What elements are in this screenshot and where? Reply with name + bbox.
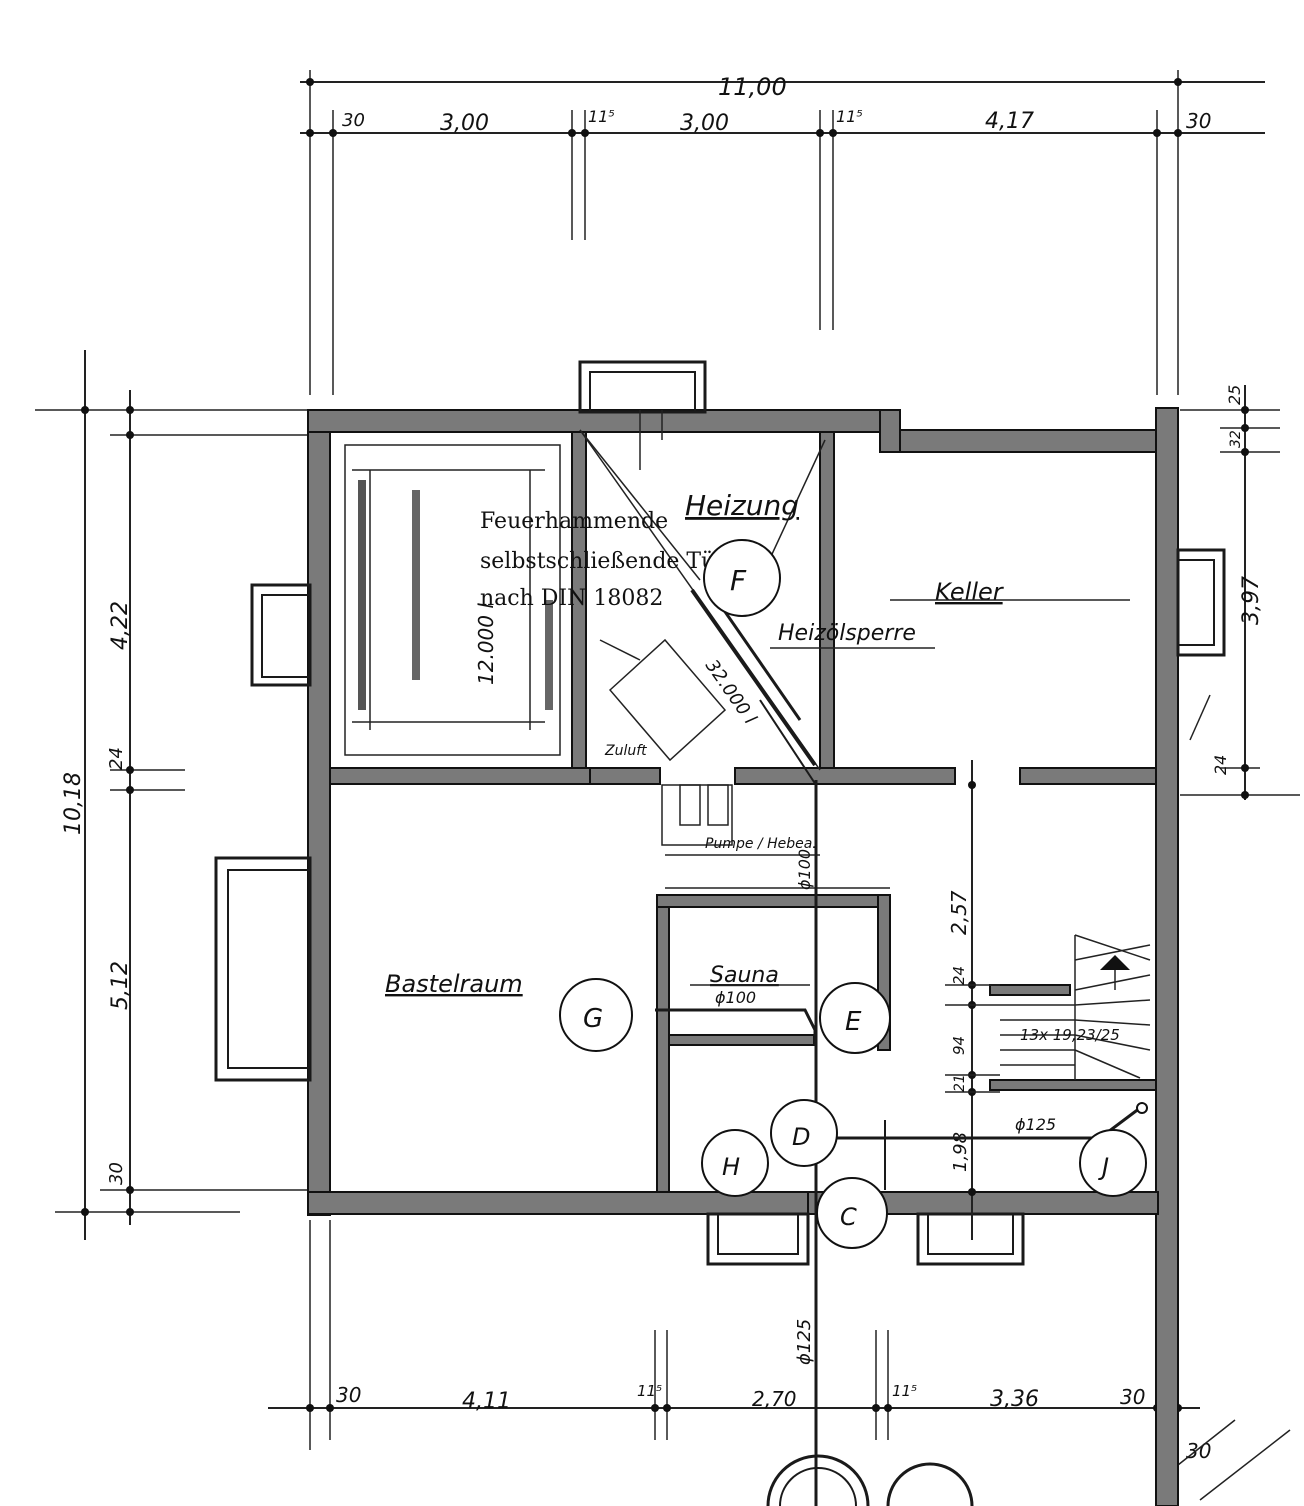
pipe-main-label-2: ϕ125 bbox=[794, 1319, 815, 1365]
marker-c: C bbox=[840, 1203, 857, 1231]
stair-dim-1: 24 bbox=[950, 966, 968, 985]
manholes bbox=[766, 1454, 974, 1506]
marker-d: D bbox=[792, 1123, 810, 1151]
room-keller: Keller bbox=[935, 578, 1005, 606]
dim-bottom-extra: 30 bbox=[1186, 1439, 1211, 1463]
dim-left-2: 5,12 bbox=[108, 961, 133, 1010]
dim-left-3: 30 bbox=[106, 1162, 127, 1185]
dim-right-2: 3,97 bbox=[1239, 576, 1264, 625]
right-dimension-chain: 25 32 3,97 24 bbox=[1180, 385, 1300, 800]
horizontal-drain-pipe: ϕ125 bbox=[830, 1102, 1148, 1190]
marker-e: E bbox=[845, 1007, 862, 1037]
marker-j: J bbox=[1098, 1153, 1109, 1181]
dim-bottom-0: 30 bbox=[336, 1383, 361, 1407]
dim-top-0: 30 bbox=[342, 110, 365, 131]
zuluft-label: Zuluft bbox=[604, 743, 647, 759]
room-heizung: Heizung bbox=[685, 489, 799, 522]
dim-left-0: 4,22 bbox=[108, 601, 133, 650]
dim-bottom-3: 2,70 bbox=[752, 1387, 797, 1411]
pipe-sauna-label: ϕ100 bbox=[715, 988, 756, 1007]
sauna-room: Sauna ϕ100 bbox=[655, 963, 817, 1045]
dim-right-1: 32 bbox=[1228, 430, 1244, 448]
stair-dimension-chain: 2,57 24 94 21 1,98 bbox=[945, 760, 1000, 1240]
dim-top-3: 3,00 bbox=[680, 111, 729, 136]
room-bastelraum: Bastelraum bbox=[385, 970, 523, 998]
light-wells bbox=[214, 360, 1226, 1266]
dim-bottom-5: 3,36 bbox=[990, 1387, 1039, 1412]
dim-bottom-6: 30 bbox=[1120, 1385, 1145, 1409]
staircase: 13x 19,23/25 bbox=[1000, 934, 1151, 1080]
dim-left-total: 10,18 bbox=[61, 772, 86, 835]
bottom-dimension-chain: 30 4,11 11⁵ 2,70 11⁵ 3,36 30 30 bbox=[268, 1220, 1291, 1501]
stair-dim-2: 94 bbox=[950, 1036, 968, 1055]
stair-dim-4: 1,98 bbox=[950, 1132, 971, 1172]
stair-dim-3: 21 bbox=[952, 1074, 968, 1092]
dim-top-6: 30 bbox=[1186, 109, 1211, 133]
pipe-main-label: ϕ125 bbox=[1015, 1115, 1056, 1134]
pump-area: Pumpe / Hebea. bbox=[661, 784, 890, 889]
dim-top-1: 3,00 bbox=[440, 111, 489, 136]
oil-barrier-label: Heizölsperre bbox=[778, 621, 916, 646]
dim-top-4: 11⁵ bbox=[836, 107, 863, 126]
door-note-line3: nach DIN 18082 bbox=[480, 586, 663, 611]
marker-f: F bbox=[730, 564, 747, 597]
walls bbox=[307, 407, 1179, 1506]
dim-bottom-4: 11⁵ bbox=[892, 1382, 917, 1400]
stair-label: 13x 19,23/25 bbox=[1020, 1026, 1120, 1044]
top-dimension-chain: 11,00 30 3,00 11⁵ 3,00 11⁵ 4,17 30 bbox=[300, 70, 1265, 395]
door-note-line1: Feuerhammende bbox=[480, 509, 668, 534]
door-note-line2: selbstschließende Tür bbox=[480, 549, 726, 574]
tank-room: 12.000 l bbox=[344, 444, 561, 756]
dim-left-1: 24 bbox=[106, 747, 127, 770]
stair-dim-0: 2,57 bbox=[947, 890, 971, 935]
marker-g: G bbox=[583, 1004, 603, 1034]
keller-room: Keller Heizölsperre bbox=[770, 578, 1211, 741]
left-dimension-chain: 10,18 4,22 24 5,12 30 bbox=[35, 350, 310, 1240]
dim-bottom-2: 11⁵ bbox=[637, 1382, 662, 1400]
dim-right-0: 25 bbox=[1225, 385, 1244, 405]
connection-markers: F G E D H C J bbox=[559, 539, 1147, 1249]
dim-top-2: 11⁵ bbox=[588, 107, 615, 126]
pump-label: Pumpe / Hebea. bbox=[705, 836, 817, 852]
dim-right-3: 24 bbox=[1211, 755, 1230, 775]
pipe-vertical-label: ϕ100 bbox=[795, 849, 814, 890]
dim-bottom-1: 4,11 bbox=[462, 1389, 511, 1414]
tank-capacity-label: 12.000 l bbox=[474, 603, 498, 685]
dim-top-total: 11,00 bbox=[718, 73, 787, 101]
marker-h: H bbox=[722, 1153, 740, 1181]
room-sauna: Sauna bbox=[710, 963, 779, 988]
dim-top-5: 4,17 bbox=[985, 109, 1034, 134]
bastelraum-room: Bastelraum bbox=[385, 970, 523, 998]
